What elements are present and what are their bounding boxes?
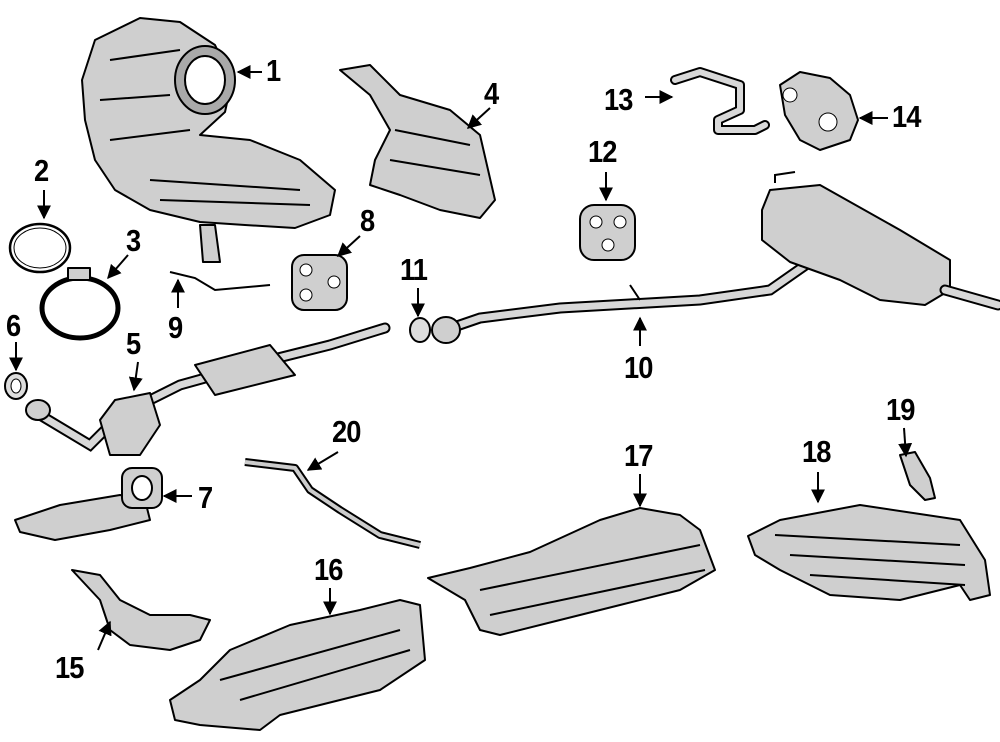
callout-17: 17 (624, 438, 653, 473)
part-4-heat-shield (339, 64, 496, 219)
callout-15: 15 (55, 650, 84, 685)
part-7-bracket (14, 467, 163, 541)
callout-19: 19 (886, 392, 915, 427)
part-11-gasket (409, 317, 431, 343)
callout-13: 13 (604, 82, 633, 117)
callout-11: 11 (400, 252, 428, 287)
leader-lines (9, 65, 913, 651)
callout-8: 8 (360, 203, 375, 238)
callout-18: 18 (802, 434, 831, 469)
callout-20: 20 (332, 414, 361, 449)
callout-2: 2 (34, 153, 49, 188)
callout-14: 14 (892, 99, 921, 134)
part-18-heat-shield (747, 504, 991, 601)
part-15-shield (71, 569, 211, 651)
callout-1: 1 (266, 53, 281, 88)
part-5-front-pipe (25, 322, 391, 456)
part-10-center-pipe (431, 256, 816, 344)
callout-4: 4 (484, 76, 499, 111)
part-12-hanger (579, 204, 636, 261)
part-2-gasket (8, 222, 72, 274)
muffler (761, 171, 1000, 311)
callout-7: 7 (198, 480, 213, 515)
callout-12: 12 (588, 134, 617, 169)
part-3-clamp (39, 267, 121, 341)
callout-5: 5 (126, 326, 141, 361)
part-1-exhaust-manifold (81, 17, 336, 263)
callout-6: 6 (6, 308, 21, 343)
part-16-heat-shield (169, 599, 426, 731)
callout-10: 10 (624, 350, 653, 385)
part-19-bracket (899, 451, 936, 501)
callout-16: 16 (314, 552, 343, 587)
part-8-hanger (291, 254, 348, 311)
part-14-mount (779, 71, 859, 151)
part-9-bracket (169, 271, 271, 292)
callout-3: 3 (126, 223, 141, 258)
callout-9: 9 (168, 310, 183, 345)
